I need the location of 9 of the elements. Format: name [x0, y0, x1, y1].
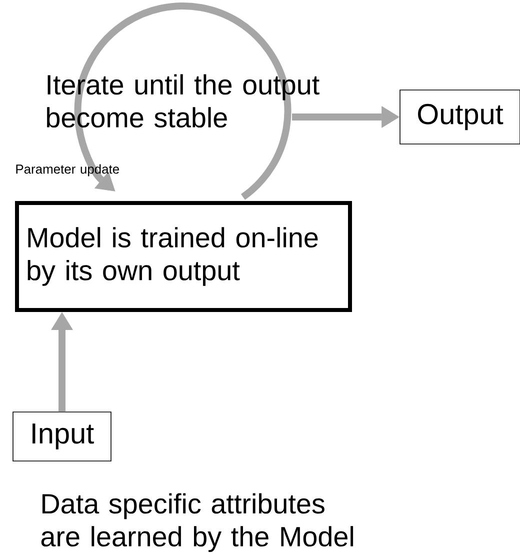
- model-box: Model is trained on-line by its own output: [15, 201, 352, 312]
- annotation-text: Parameter update: [16, 164, 119, 176]
- terminal-box: Input: [12, 412, 112, 462]
- terminal-box: Output: [400, 90, 520, 144]
- annotation-text: Data specific attributes are learned by the Model: [41, 493, 354, 552]
- loop-text: Iterate until the output become stable: [47, 74, 320, 128]
- arrow: [74, 2, 292, 200]
- arrow: [292, 106, 400, 128]
- arrow: [51, 312, 73, 412]
